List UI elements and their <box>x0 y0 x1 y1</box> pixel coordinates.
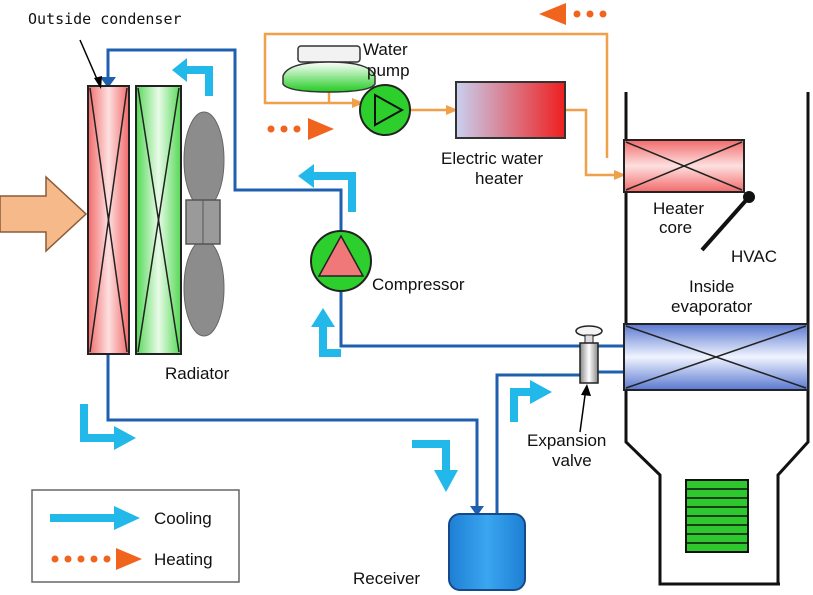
label-evaporator: evaporator <box>671 297 753 316</box>
label-heater-core-1: Heater <box>653 199 704 218</box>
label-water: Water <box>363 40 408 59</box>
outside-condenser <box>87 85 130 355</box>
water-arrowhead-core <box>614 170 626 180</box>
fan-icon <box>183 111 225 337</box>
expansion-valve-icon <box>575 325 603 384</box>
cooling-arrow-compressor-bottom <box>311 308 341 357</box>
label-heater-core-2: core <box>659 218 692 237</box>
label-pump: pump <box>367 61 410 80</box>
label-compressor: Compressor <box>372 275 465 294</box>
label-electric-water: Electric water <box>441 149 543 168</box>
legend-cooling-label: Cooling <box>154 509 212 528</box>
water-pipe-top-loop <box>263 32 609 158</box>
heating-arrow-pump <box>267 118 334 140</box>
pipe-arrowhead-condenser <box>100 77 116 88</box>
valve-pointer-head <box>581 384 591 396</box>
water-arrowhead-pump <box>352 98 364 108</box>
heater-core <box>623 139 745 193</box>
label-expansion: Expansion <box>527 431 606 450</box>
label-radiator: Radiator <box>165 364 230 383</box>
water-pipe-heater-to-core <box>565 108 624 177</box>
cooling-arrow-radiator-bottom <box>80 404 136 450</box>
receiver-tank <box>448 513 526 591</box>
heating-arrows <box>267 3 607 140</box>
legend-box <box>31 489 240 583</box>
pipe-arrowhead-receiver <box>470 506 484 516</box>
vent-grille-icon <box>685 479 749 553</box>
pipe-receiver-to-valve <box>495 373 583 514</box>
air-mix-door-pivot <box>743 191 755 203</box>
electric-water-heater <box>455 81 566 139</box>
pipe-compressor-to-condenser <box>106 48 343 232</box>
label-valve: valve <box>552 451 592 470</box>
cooling-arrow-compressor-top <box>298 164 356 212</box>
legend-heating-arrow-icon <box>51 548 142 570</box>
label-inside: Inside <box>689 277 734 296</box>
air-mix-door <box>700 195 751 252</box>
label-hvac: HVAC <box>731 247 777 266</box>
refrigerant-circuit <box>106 48 624 514</box>
pipe-condenser-to-receiver <box>106 352 479 514</box>
cooling-arrows <box>80 58 552 492</box>
legend-cooling-arrow-icon <box>50 506 140 530</box>
pipe-evaporator-to-compressor <box>339 290 624 348</box>
label-outside-condenser: Outside condenser <box>28 10 182 28</box>
air-intake-arrow-icon <box>0 175 88 253</box>
water-tank-icon <box>282 45 376 93</box>
label-heater: heater <box>475 169 524 188</box>
compressor-icon <box>310 230 372 292</box>
water-arrowhead-heater <box>446 105 458 115</box>
cooling-arrow-valve <box>510 380 552 422</box>
label-receiver: Receiver <box>353 569 420 588</box>
cooling-arrow-condenser-top <box>172 58 213 96</box>
legend-heating-label: Heating <box>154 550 213 569</box>
legend: Cooling Heating <box>31 489 240 583</box>
condenser-pointer-head <box>94 76 102 89</box>
heating-arrow-top <box>539 3 607 25</box>
inside-evaporator <box>623 323 809 391</box>
cooling-arrow-receiver-top <box>412 440 458 492</box>
radiator <box>135 85 182 355</box>
water-pump-icon <box>359 84 411 136</box>
